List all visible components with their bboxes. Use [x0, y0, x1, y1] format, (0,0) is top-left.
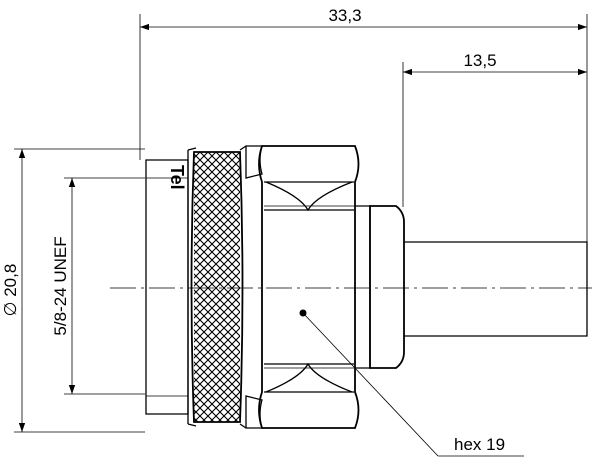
hex-callout: [299, 309, 524, 457]
front-body: [145, 150, 189, 424]
cable: [404, 241, 588, 337]
logo-text: Tel: [167, 165, 187, 190]
crimp-collar: [355, 205, 405, 369]
dim-cable-length: 13,5: [463, 51, 496, 70]
hex-callout-label: hex 19: [454, 435, 505, 454]
dim-overall-length: 33,3: [328, 6, 361, 25]
hex-body: [245, 145, 360, 429]
knurled-nut: [187, 145, 247, 429]
extension-lines: [14, 14, 588, 433]
dim-outer-diameter: ∅ 20,8: [1, 264, 20, 317]
dim-thread: 5/8-24 UNEF: [51, 236, 70, 335]
dimension-lines: [18, 23, 587, 432]
